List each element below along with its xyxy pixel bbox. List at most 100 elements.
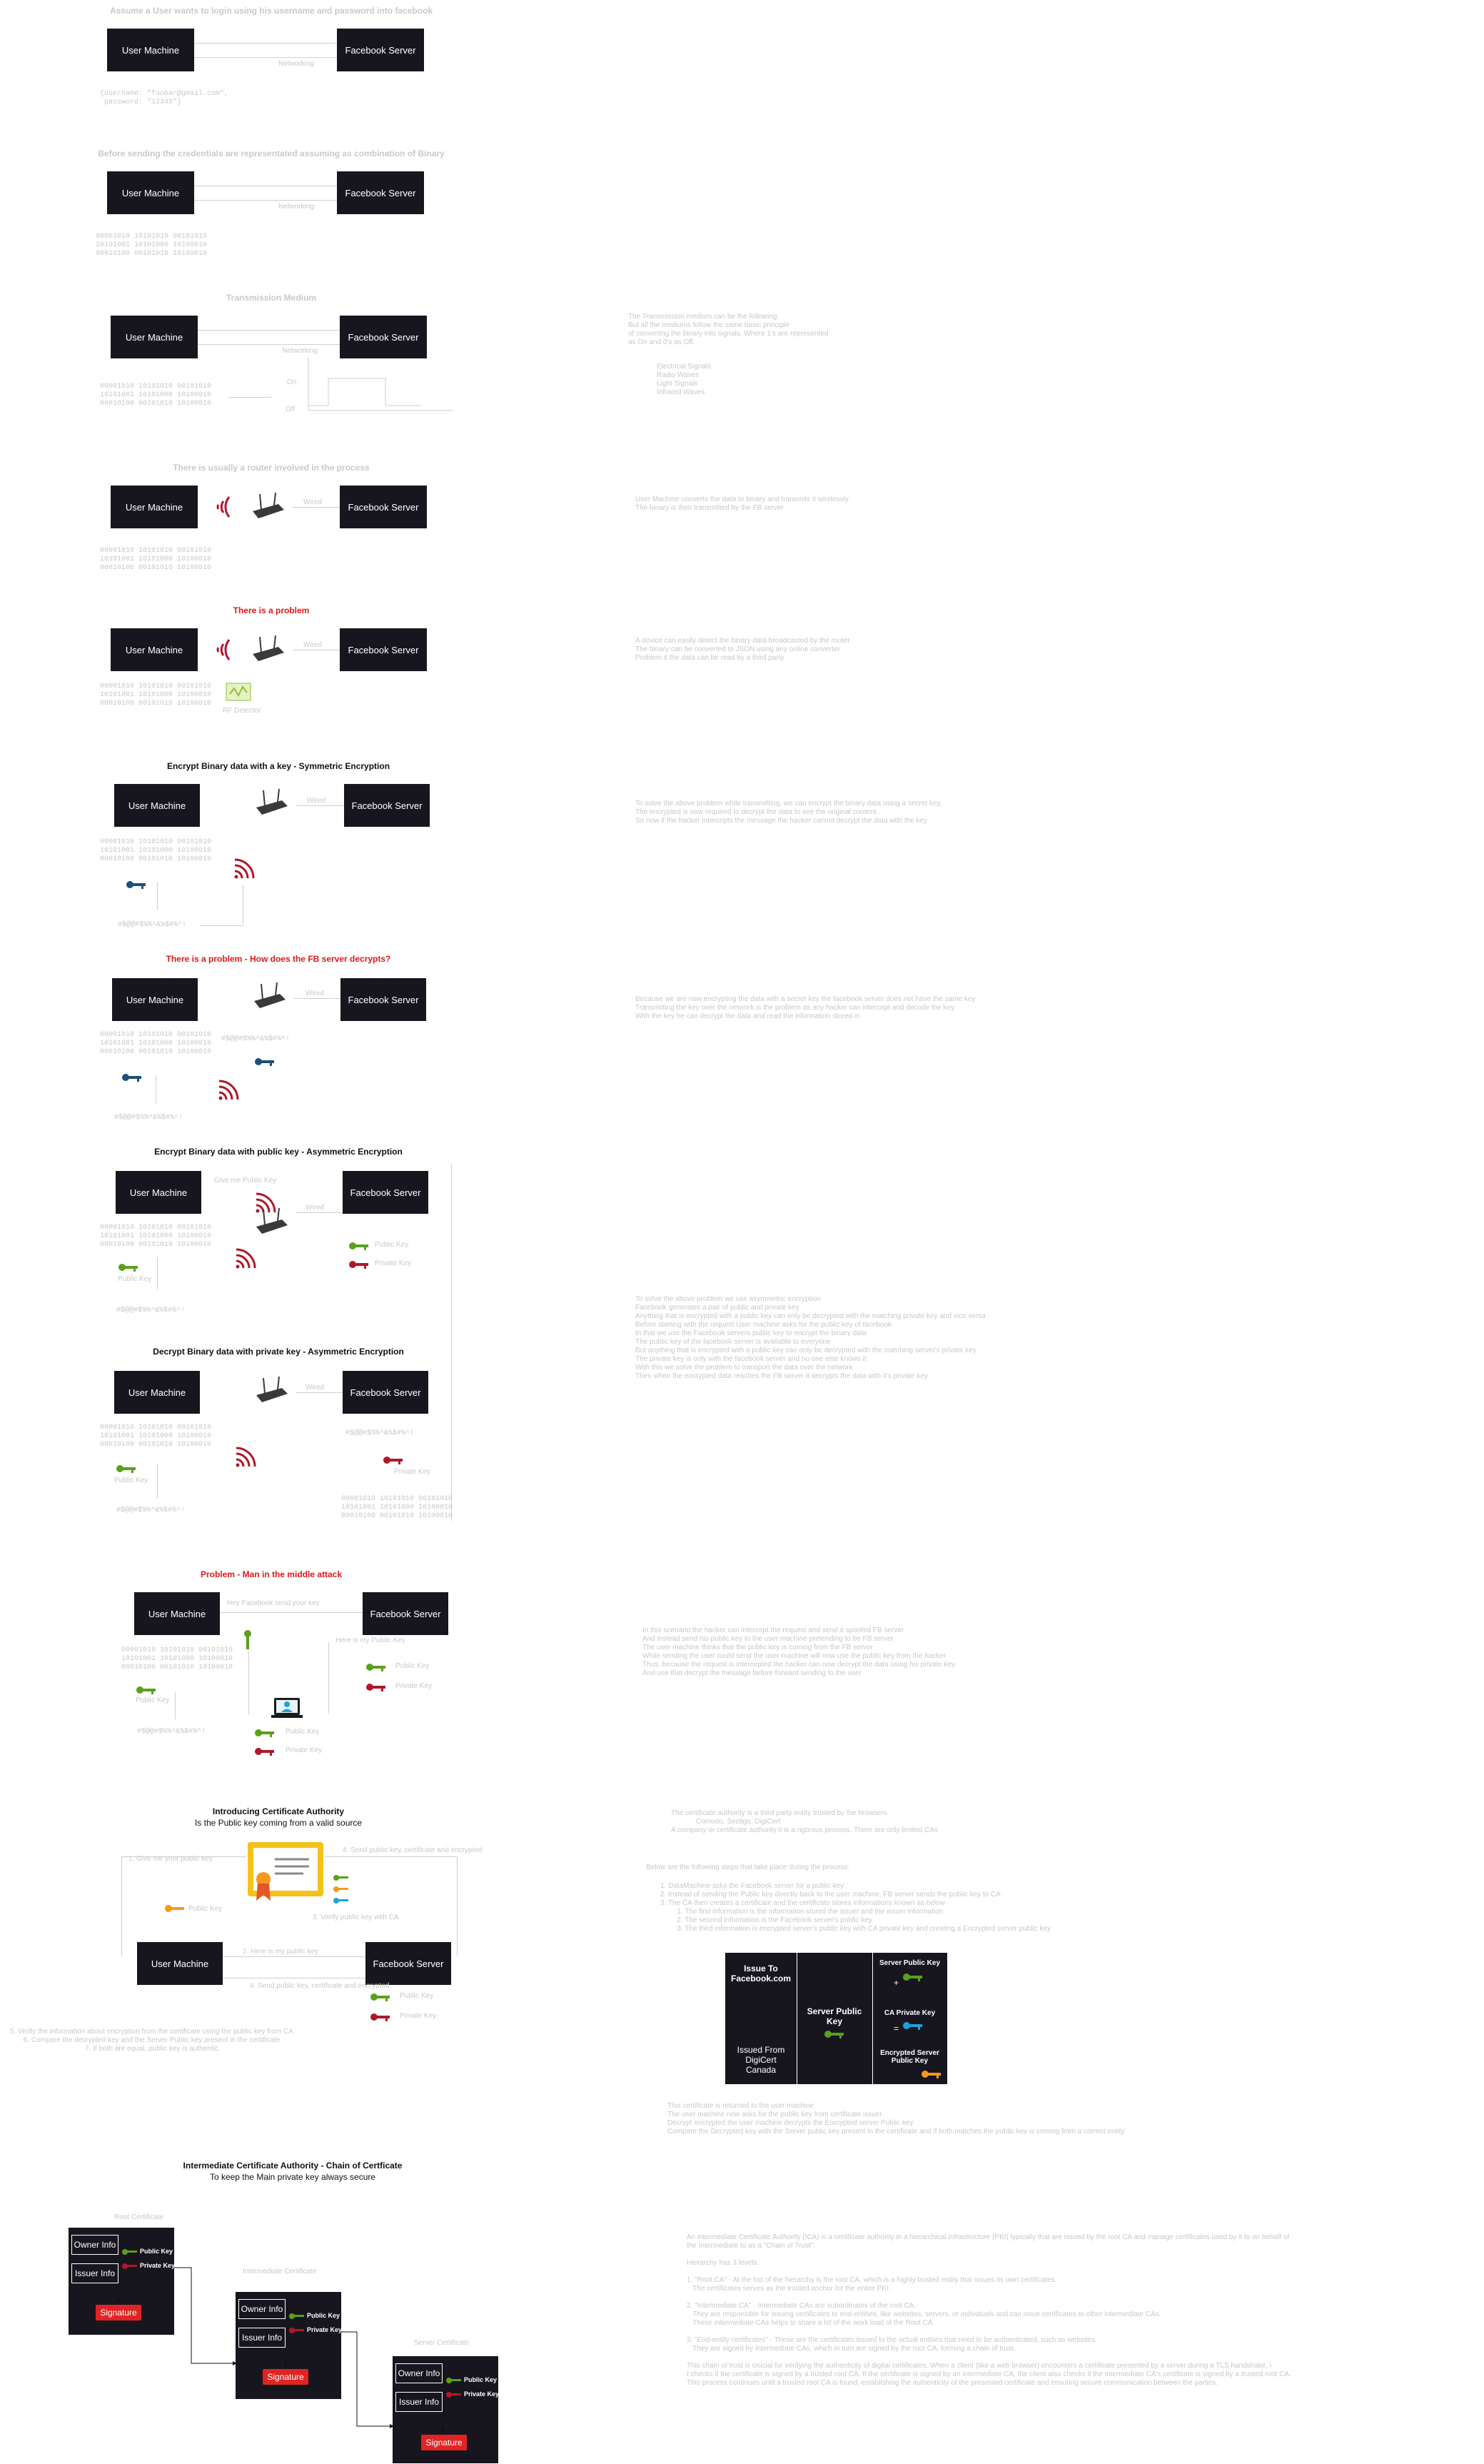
private-key-label: Private Key (286, 1746, 323, 1754)
public-key-icon (903, 1973, 922, 1981)
cert-server-public-key: Server Public Key (807, 2006, 862, 2026)
section11-title: Introducing Certificate Authority (212, 1806, 345, 1816)
signature-badge: Signature (96, 2305, 141, 2320)
step3-label: 3. Verify public key with CA (313, 1914, 399, 1921)
binary-data: 00001010 10101010 00101010 10101001 1010… (100, 1224, 212, 1249)
signal-graph (308, 357, 453, 411)
private-key-label: Private Key (375, 1259, 412, 1267)
ca-step: 2. Instead of sending the Public key dir… (660, 1891, 1001, 1899)
section7-title: There is a problem - How does the FB ser… (166, 954, 391, 964)
credentials-json: {username: "foobar@gmail.com", password:… (100, 90, 229, 106)
decrypt-problem-bullet: With the key he can decrypt the data and… (635, 1012, 860, 1020)
signal-off-label: Off (286, 406, 296, 413)
ca-final-bullet: Decrypt encrypted the user machine decry… (667, 2119, 914, 2127)
private-key-icon (446, 2392, 461, 2398)
user-machine-box: User Machine (137, 1942, 223, 1985)
problem-bullet: The binary can be converted to JSON usin… (635, 645, 840, 653)
public-key-label: Public Key (114, 1477, 148, 1484)
ca-final-bullet: This certificate is returned to the user… (667, 2102, 814, 2110)
encrypted-data: #$@@#$%%^&%$#%^! (116, 1507, 186, 1514)
public-key-icon (122, 2249, 137, 2255)
section9-title: Decrypt Binary data with private key - A… (153, 1347, 404, 1357)
public-key-label: Public Key (464, 2376, 498, 2383)
step4-label: 4. Send public key, certificate and encr… (343, 1846, 483, 1854)
public-key-label: Public Key (400, 1992, 434, 2000)
public-key-label: Public Key (136, 1696, 170, 1704)
symmetric-bullet: So now if the hacker intercepts the mess… (635, 817, 928, 825)
wifi-icon (216, 639, 231, 660)
asymmetric-bullet: The public key of the facebook server is… (635, 1338, 831, 1346)
verification-steps: 5. Verify the information about encrypti… (10, 2028, 293, 2053)
transmission-bullet: Infrared Waves (657, 388, 705, 396)
ca-step: 3. The third information is encrypted se… (671, 1925, 1051, 1933)
router-bullet: The binary is then transmitted by the FB… (635, 504, 784, 512)
router-icon (253, 492, 284, 518)
public-key-label: Public Key (286, 1728, 320, 1736)
user-machine-box: User Machine (111, 486, 198, 528)
binary-data: 00001010 10101010 00101010 10101001 1010… (100, 683, 212, 708)
user-machine-box: User Machine (116, 1171, 201, 1214)
key-icon (165, 1905, 184, 1912)
binary-data: 00001010 10101010 00101010 10101001 1010… (100, 1424, 212, 1449)
symmetric-bullet: The encrypted is now required to decrypt… (635, 808, 879, 816)
user-machine-box: User Machine (107, 171, 194, 214)
rf-detector-icon (226, 683, 251, 701)
intermediate-cert-label: Intermediate Certificate (243, 2268, 317, 2276)
encrypted-data: #$@@#$%%^&%$#%^! (137, 1728, 206, 1736)
section1-title: Assume a User wants to login using his u… (109, 6, 433, 16)
user-machine-box: User Machine (111, 628, 198, 671)
asymmetric-bullet: Anything that is encrypted with a public… (635, 1312, 986, 1320)
binary-data: 00001010 10101010 00101010 10101001 1010… (100, 1031, 212, 1056)
private-key-label: Private Key (400, 2012, 437, 2020)
key-icon (122, 1074, 141, 1082)
user-machine-box: User Machine (114, 784, 200, 827)
private-key-icon (383, 1457, 403, 1464)
public-key-label: Public Key (118, 1275, 152, 1283)
router-bullet: User Machine converts the data to binary… (635, 496, 849, 503)
owner-info-box: Owner Info (71, 2235, 118, 2255)
wifi-icon (216, 496, 231, 518)
asymmetric-bullet: Before starting with the request User ma… (635, 1321, 892, 1329)
public-key-icon (136, 1686, 156, 1694)
networking-label: Networking (282, 347, 318, 355)
ca-step: 1. The first information is the informat… (671, 1908, 944, 1916)
asymmetric-bullet: Facebook generates a pair of public and … (635, 1304, 799, 1312)
intermediate-ca-note: An intermediate Certificate Authority (I… (687, 2233, 1291, 2387)
private-key-icon (370, 2013, 390, 2021)
ca-final-bullet: Compare the Decrypted key with the Serve… (667, 2128, 1125, 2136)
transmission-bullet: Radio Waves (657, 371, 700, 379)
cert-divider (872, 1953, 873, 2084)
owner-info-box: Owner Info (238, 2299, 286, 2319)
public-key-label: Public Key (188, 1905, 223, 1913)
cert-right-mid: CA Private Key (884, 2009, 936, 2017)
public-key-icon (370, 1993, 390, 2001)
decrypt-problem-bullet: Transmitting the key over the network is… (635, 1004, 956, 1012)
user-machine-box: User Machine (111, 316, 198, 358)
facebook-server-box: Facebook Server (340, 316, 427, 358)
key-icon (333, 1875, 348, 1881)
user-machine-box: User Machine (107, 29, 194, 71)
binary-data: 00001010 10101010 00101010 10101001 1010… (100, 838, 212, 863)
send-cert-label: 4. Send public key, certificate and encr… (250, 1982, 390, 1990)
key-icon (255, 1058, 274, 1066)
transmission-bullet: Electrical Signals (657, 363, 712, 371)
public-key-request-label: Give me Public Key (214, 1177, 277, 1185)
wifi-icon (236, 1447, 256, 1467)
facebook-server-box: Facebook Server (340, 628, 427, 671)
user-machine-box: User Machine (112, 978, 198, 1021)
server-received-data: #$@@#$%%^&%$#%^! (345, 1429, 415, 1437)
issuer-info-box: Issuer Info (395, 2392, 443, 2412)
server-cert-label: Server Certificate (414, 2339, 470, 2347)
private-key-label: Private Key (394, 1468, 431, 1476)
facebook-server-box: Facebook Server (337, 171, 424, 214)
public-key-label: Public Key (307, 2312, 340, 2319)
asymmetric-bullet: But anything that is encrypted with a pu… (635, 1347, 976, 1354)
wifi-icon (234, 858, 255, 879)
mitm-bullet: While sending the user could send the us… (642, 1652, 947, 1660)
public-key-label: Public Key (140, 2248, 173, 2255)
ca-bullet: The certificate authority is a third par… (671, 1809, 887, 1817)
ca-step: 3. The CA then creates a certificate and… (660, 1899, 945, 1907)
encrypted-key-icon (922, 2071, 941, 2078)
private-key-icon (366, 1684, 385, 1691)
